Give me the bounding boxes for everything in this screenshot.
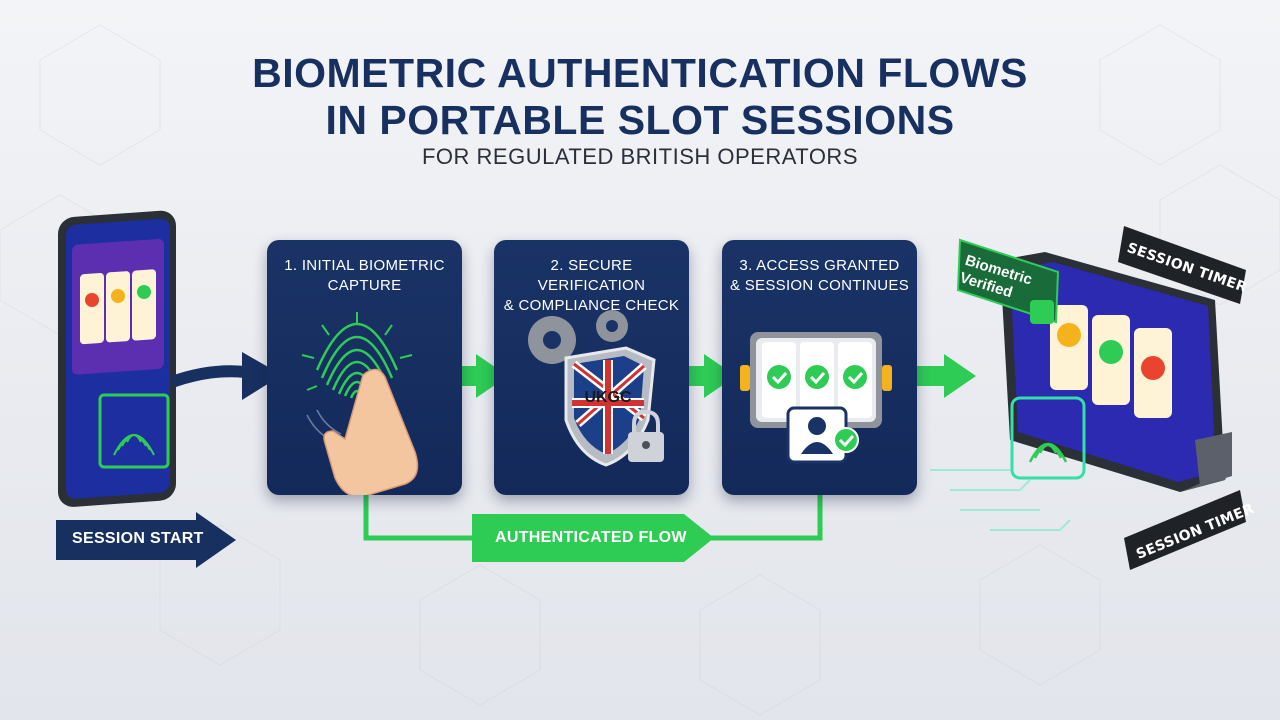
step-3-illustration — [740, 332, 892, 464]
lock-icon — [628, 409, 664, 462]
step-3-title: 3. ACCESS GRANTED & SESSION CONTINUES — [728, 256, 911, 296]
gear-icon — [528, 310, 628, 364]
shield-label: UKGC — [584, 389, 632, 406]
session-start-arrow — [56, 512, 236, 568]
user-icon — [786, 406, 859, 464]
biometric-verified-badge — [956, 238, 1060, 324]
arrow-head-1 — [242, 352, 282, 400]
step-card-1: 1. INITIAL BIOMETRIC CAPTURE — [267, 240, 462, 495]
arrow-to-step-1 — [169, 365, 246, 388]
authenticated-flow-label: AUTHENTICATED FLOW — [495, 529, 687, 546]
finger-hand — [323, 368, 419, 495]
step-card-3: 3. ACCESS GRANTED & SESSION CONTINUES — [722, 240, 917, 495]
shield-icon — [564, 346, 656, 467]
step-card-2: UKGC 2. SECURE VERIFICATION & COMPLIANCE… — [494, 240, 689, 495]
step-3-title-line-2: & SESSION CONTINUES — [729, 277, 910, 294]
arrow-3-4-shaft — [912, 366, 948, 386]
step-2-title-line-1: 2. SECURE VERIFICATION — [537, 257, 646, 294]
title-line-2: IN PORTABLE SLOT SESSIONS — [325, 97, 955, 143]
step-1-illustration — [301, 312, 419, 495]
step-2-title: 2. SECURE VERIFICATION & COMPLIANCE CHEC… — [500, 256, 683, 316]
step-1-title: 1. INITIAL BIOMETRIC CAPTURE — [273, 256, 456, 296]
step-2-title-line-2: & COMPLIANCE CHECK — [503, 297, 680, 314]
arrow-3-4-head — [944, 354, 976, 398]
check-icon — [767, 365, 867, 389]
authenticated-flow-pill — [472, 514, 714, 562]
page-subtitle: FOR REGULATED BRITISH OPERATORS — [421, 144, 858, 169]
arrow-2-3-head — [704, 354, 736, 398]
step-2-illustration: UKGC — [528, 310, 664, 467]
step-1-title-line-2: CAPTURE — [327, 277, 402, 294]
step-3-title-line-1: 3. ACCESS GRANTED — [739, 257, 900, 274]
title-line-1: BIOMETRIC AUTHENTICATION FLOWS — [252, 50, 1028, 96]
session-start-label: SESSION START — [72, 530, 204, 547]
session-timer-bottom-tag — [1124, 490, 1246, 570]
page-title: BIOMETRIC AUTHENTICATION FLOWS IN PORTAB… — [0, 50, 1280, 144]
step-1-title-line-1: 1. INITIAL BIOMETRIC — [284, 257, 445, 274]
arrow-1-2-head — [476, 354, 508, 398]
smartphone-icon — [58, 210, 176, 507]
session-timer-top-tag — [1118, 226, 1246, 304]
